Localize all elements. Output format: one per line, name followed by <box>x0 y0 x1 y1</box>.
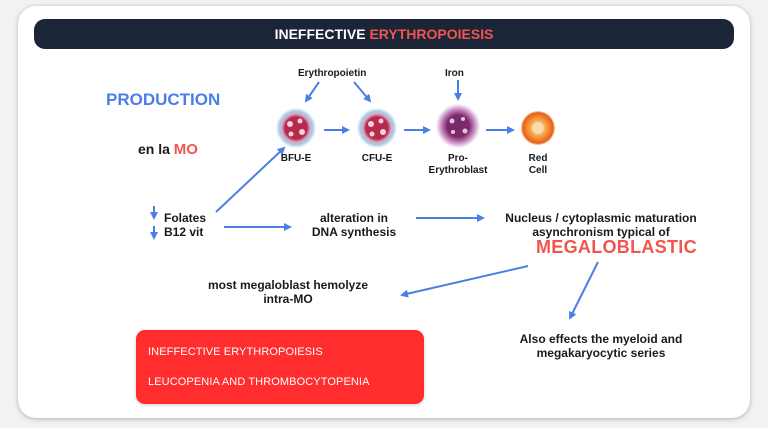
also-effects-line2: megakaryocytic series <box>536 346 666 360</box>
red-cell-label-line1: Red <box>528 153 548 164</box>
cfu-e-label: CFU-E <box>361 153 393 164</box>
location-label: en la MO <box>138 141 198 158</box>
arrow-folates-to-bfu <box>215 146 286 213</box>
iron-label: Iron <box>445 68 464 79</box>
also-effects-text: Also effects the myeloid and megakaryocy… <box>496 332 706 360</box>
consequence-leucopenia-thrombocytopenia: LEUCOPENIA AND THROMBOCYTOPENIA <box>148 376 370 388</box>
erythropoietin-label: Erythropoietin <box>298 68 367 79</box>
consequences-box: INEFFECTIVE ERYTHROPOIESIS LEUCOPENIA AN… <box>136 330 424 404</box>
nucleus-line2: asynchronism typical of <box>532 225 670 239</box>
arrow-epo-to-cfu <box>353 81 372 103</box>
deficiency-list: Folates B12 vit <box>164 211 206 239</box>
title-highlight: ERYTHROPOIESIS <box>369 26 494 42</box>
location-prefix: en la <box>138 141 174 157</box>
red-cell-icon <box>521 111 555 145</box>
alteration-text: alteration in DNA synthesis <box>296 211 412 239</box>
hemolyze-text: most megaloblast hemolyze intra-MO <box>194 278 382 306</box>
pro-erythroblast-label-line2: Erythroblast <box>428 165 488 176</box>
folates-label: Folates <box>164 211 207 225</box>
title-bar: INEFFECTIVE ERYTHROPOIESIS <box>34 19 734 49</box>
also-effects-line1: Also effects the myeloid and <box>519 332 683 346</box>
hemolyze-line2: intra-MO <box>263 292 313 306</box>
pro-erythroblast-cell-icon <box>436 104 480 148</box>
alteration-line2: DNA synthesis <box>311 225 397 239</box>
megaloblastic-label: MEGALOBLASTIC <box>536 237 697 257</box>
location-highlight: MO <box>173 141 198 158</box>
red-cell-label-line2: Cell <box>528 165 548 176</box>
nucleus-line1: Nucleus / cytoplasmic maturation <box>505 211 697 225</box>
arrow-epo-to-bfu <box>304 81 320 103</box>
arrow-megaloblastic-to-series <box>569 261 599 320</box>
production-label: PRODUCTION <box>106 90 221 109</box>
cfu-e-cell-icon <box>357 108 397 148</box>
pro-erythroblast-label: Pro- Erythroblast <box>418 153 498 177</box>
title-prefix: INEFFECTIVE <box>274 26 370 42</box>
consequence-ineffective-erythropoiesis: INEFFECTIVE ERYTHROPOIESIS <box>148 346 323 358</box>
arrow-megaloblastic-to-hemolyze <box>400 265 529 298</box>
red-cell-label: Red Cell <box>518 153 558 177</box>
bfu-e-label: BFU-E <box>280 153 312 164</box>
hemolyze-line1: most megaloblast hemolyze <box>207 278 369 292</box>
b12-label: B12 vit <box>164 225 204 239</box>
bfu-e-cell-icon <box>276 108 316 148</box>
nucleus-text: Nucleus / cytoplasmic maturation asynchr… <box>488 211 714 239</box>
pro-erythroblast-label-line1: Pro- <box>448 153 468 164</box>
alteration-line1: alteration in <box>319 211 388 225</box>
